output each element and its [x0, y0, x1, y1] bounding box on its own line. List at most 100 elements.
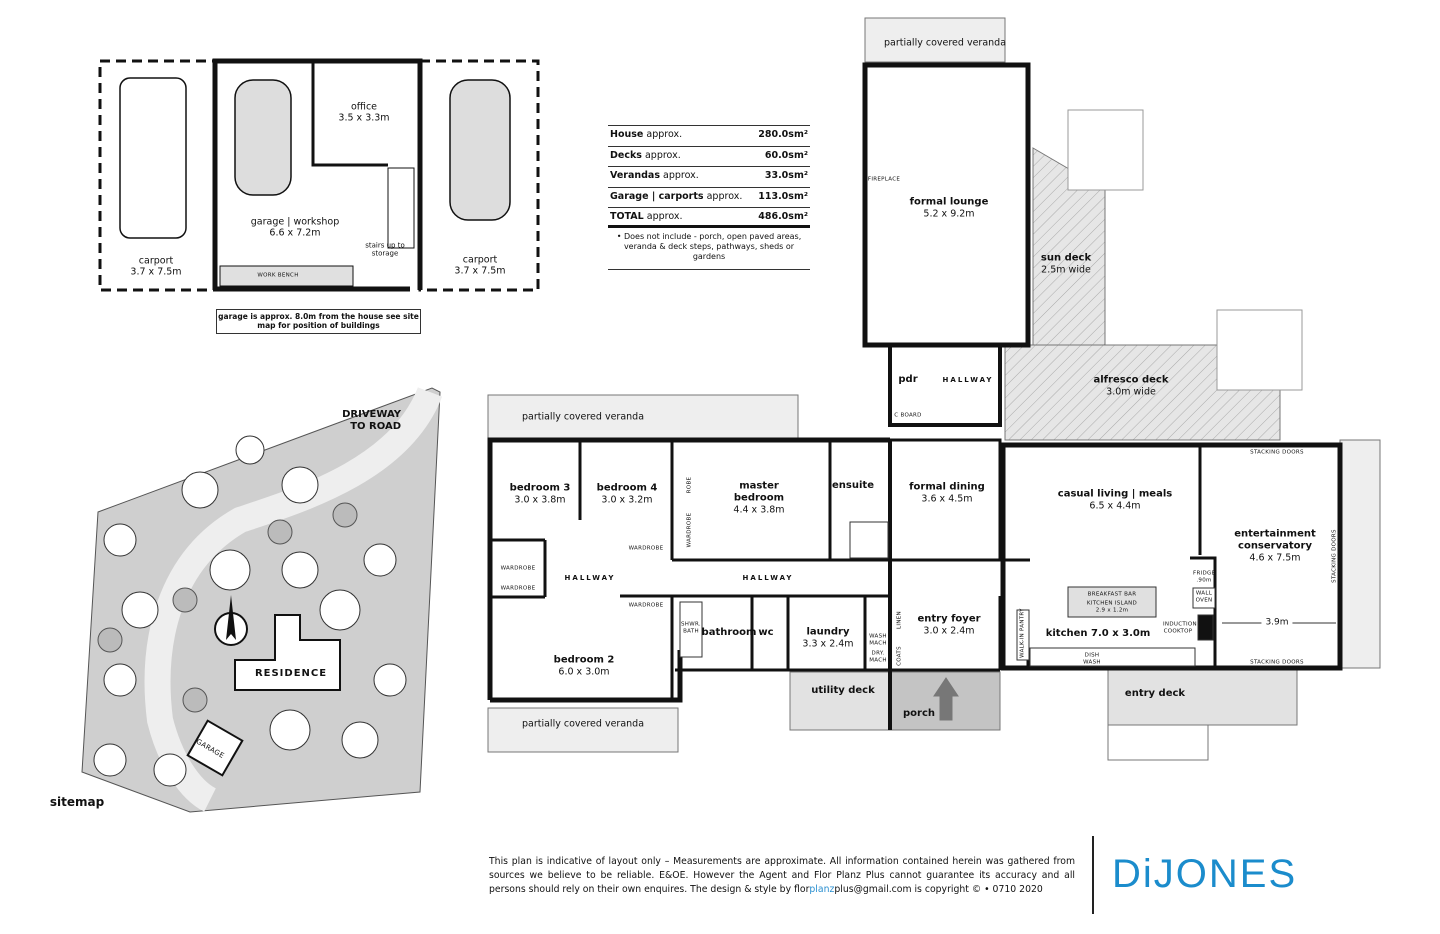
room-size: 3.7 x 7.5m — [130, 267, 182, 278]
veranda-north: partially covered veranda — [521, 411, 645, 423]
room-name: office — [350, 101, 378, 113]
room-size: 6.5 x 4.4m — [1089, 500, 1141, 512]
room-size: 3.0m wide — [1106, 386, 1156, 398]
work-bench-label: WORK BENCH — [257, 272, 299, 279]
area-value: 113.0sm² — [758, 190, 808, 202]
residence-label: RESIDENCE — [254, 668, 328, 679]
wardrobe-label: WARDROBE — [500, 585, 536, 592]
dishwasher-label: DISH WASH — [1083, 652, 1101, 665]
veranda-south: partially covered veranda — [521, 718, 645, 730]
wardrobe-label: WARDROBE — [628, 602, 664, 609]
decks — [487, 17, 1381, 761]
room-wc: wc — [758, 627, 773, 639]
room-kitchen: kitchen 7.0 x 3.0m — [1046, 628, 1151, 640]
hallway-label: HALLWAY — [942, 375, 994, 384]
cboard-label: C BOARD — [894, 412, 922, 419]
room-name: pdr — [898, 374, 918, 385]
room-name: ensuite — [832, 480, 874, 491]
area-value: 486.0sm² — [758, 211, 808, 222]
area-suffix: approx. — [663, 170, 699, 181]
entry-deck: entry deck — [1125, 688, 1185, 700]
area-row-total: TOTAL approx. 486.0sm² — [608, 207, 810, 228]
room-size: 3.0 x 3.8m — [514, 494, 566, 506]
linen-label: LINEN — [896, 611, 903, 629]
shower-bath-label: SHWR. BATH — [681, 621, 701, 634]
area-row: Verandas approx.33.0sm² — [608, 166, 810, 187]
area-label: House — [610, 129, 644, 140]
disclaimer: This plan is indicative of layout only –… — [489, 855, 1075, 897]
wardrobe-label: WARDROBE — [686, 512, 693, 548]
wardrobe-label: WARDROBE — [500, 565, 536, 572]
kitchen-fittings — [679, 521, 1336, 667]
room-size: 5.2 x 9.2m — [923, 208, 975, 220]
room-name: bedroom 3 — [509, 482, 571, 494]
room-name: carport — [462, 254, 498, 266]
room-name: utility deck — [811, 685, 875, 696]
kitchen-island-size: 2.9 x 1.2m — [1095, 607, 1129, 614]
sitemap-title: sitemap — [49, 794, 105, 809]
disclaimer-text: plus@gmail.com is copyright © • 0710 202… — [834, 883, 1043, 895]
room-size: 6.0 x 3.0m — [558, 666, 610, 678]
pantry-label: WALK-IN PANTRY — [1019, 608, 1026, 658]
room-size: 3.0 x 3.2m — [601, 494, 653, 506]
area-label: Verandas — [610, 170, 661, 181]
driveway-label: DRIVEWAY TO ROAD — [342, 409, 401, 432]
area-row: Garage | carports approx. 113.0sm² — [608, 186, 810, 208]
room-size: 4.6 x 7.5m — [1249, 552, 1301, 564]
washing-machine-label: WASH MACH — [869, 633, 887, 646]
area-suffix: approx. — [706, 190, 743, 202]
area-label: TOTAL — [610, 211, 644, 222]
garage-note: garage is approx. 8.0m from the house se… — [216, 309, 421, 334]
room-size: 2.5m wide — [1041, 264, 1091, 276]
area-summary-table: House approx.280.0sm² Decks approx. 60.0s… — [608, 125, 810, 270]
room-name: master bedroom — [733, 480, 785, 504]
utility-deck: utility deck — [811, 685, 874, 697]
room-size: 3.5 x 3.3m — [338, 113, 390, 124]
wall-oven-label: WALL OVEN — [1195, 590, 1213, 603]
room-name: alfresco deck — [1093, 374, 1169, 386]
room-name: bedroom 4 — [596, 482, 658, 494]
room-size: 3.6 x 4.5m — [921, 493, 973, 505]
area-label: Garage | carports — [610, 190, 704, 202]
porch: porch — [903, 708, 935, 720]
room-name: garage | workshop — [250, 216, 340, 228]
cooktop-label: INDUCTION COOKTOP — [1163, 621, 1197, 634]
room-name: entry foyer — [917, 613, 981, 625]
room-name: porch — [902, 708, 936, 719]
area-label: Decks — [610, 149, 642, 161]
room-bathroom: bathroom — [702, 627, 757, 639]
room-name: bedroom 2 — [553, 654, 615, 666]
area-row: House approx.280.0sm² — [608, 125, 810, 146]
area-value: 60.0sm² — [764, 149, 808, 161]
wardrobe-label: WARDROBE — [628, 545, 664, 552]
stacking-doors-label: STACKING DOORS — [1331, 529, 1338, 583]
room-name: wc — [758, 627, 774, 638]
area-note: • Does not include - porch, open paved a… — [608, 228, 810, 270]
room-name: casual living | meals — [1057, 488, 1173, 500]
room-name: laundry — [806, 626, 850, 638]
veranda-top: partially covered veranda — [883, 37, 1007, 49]
fireplace-label: FIREPLACE — [867, 176, 901, 183]
room-name: kitchen 7.0 x 3.0m — [1045, 628, 1151, 639]
room-pdr: pdr — [898, 374, 917, 386]
robe-label: ROBE — [686, 476, 693, 494]
room-name: entertainment conservatory — [1234, 528, 1316, 552]
room-name: bathroom — [701, 627, 757, 638]
room-size: 3.7 x 7.5m — [454, 266, 506, 277]
area-suffix: approx. — [646, 211, 683, 222]
